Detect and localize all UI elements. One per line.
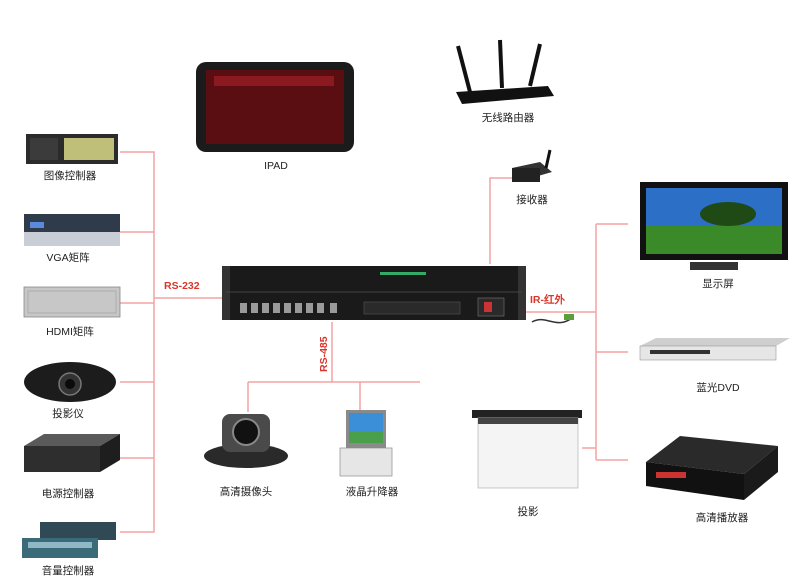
display-icon [640,182,788,270]
connection-lines [120,151,628,533]
label-image-controller: 图像控制器 [43,170,97,182]
hdmi-matrix-icon [23,286,121,318]
projector-icon [24,362,116,402]
hd-camera-icon [204,414,288,468]
lcd-lift-icon [339,410,393,477]
label-router: 无线路由器 [481,112,535,124]
label-ipad: IPAD [264,160,288,172]
line-rs485 [247,322,420,412]
label-lcd-lift: 液晶升降器 [345,486,399,498]
central-controller [222,266,526,320]
router-icon [456,39,554,104]
vga-matrix-icon [24,214,120,246]
label-display: 显示屏 [702,278,734,290]
label-bluray: 蓝光DVD [696,382,740,394]
image-controller-icon [26,134,118,164]
ipad-icon [196,62,354,152]
label-hd-camera: 高清摄像头 [219,486,273,498]
label-projection-screen: 投影 [517,506,539,518]
label-rs232: RS-232 [164,280,200,292]
hd-player-icon [646,436,778,500]
projection-screen-icon [472,410,582,489]
label-hdmi-matrix: HDMI矩阵 [46,326,94,338]
label-receiver: 接收器 [516,194,548,206]
label-rs485: RS-485 [318,336,330,372]
label-hd-player: 高清播放器 [695,512,749,524]
ir-emitter-icon [531,314,574,324]
label-power-controller: 电源控制器 [41,488,95,500]
line-receiver [489,177,512,264]
label-volume-controller: 音量控制器 [41,565,95,577]
line-left-bus [120,151,155,533]
label-projector: 投影仪 [52,408,84,420]
power-controller-icon [24,434,120,472]
label-vga-matrix: VGA矩阵 [46,252,90,264]
label-ir: IR-红外 [530,294,565,306]
volume-controller-icon [22,522,116,558]
receiver-icon [512,149,552,182]
bluray-icon [639,338,790,361]
